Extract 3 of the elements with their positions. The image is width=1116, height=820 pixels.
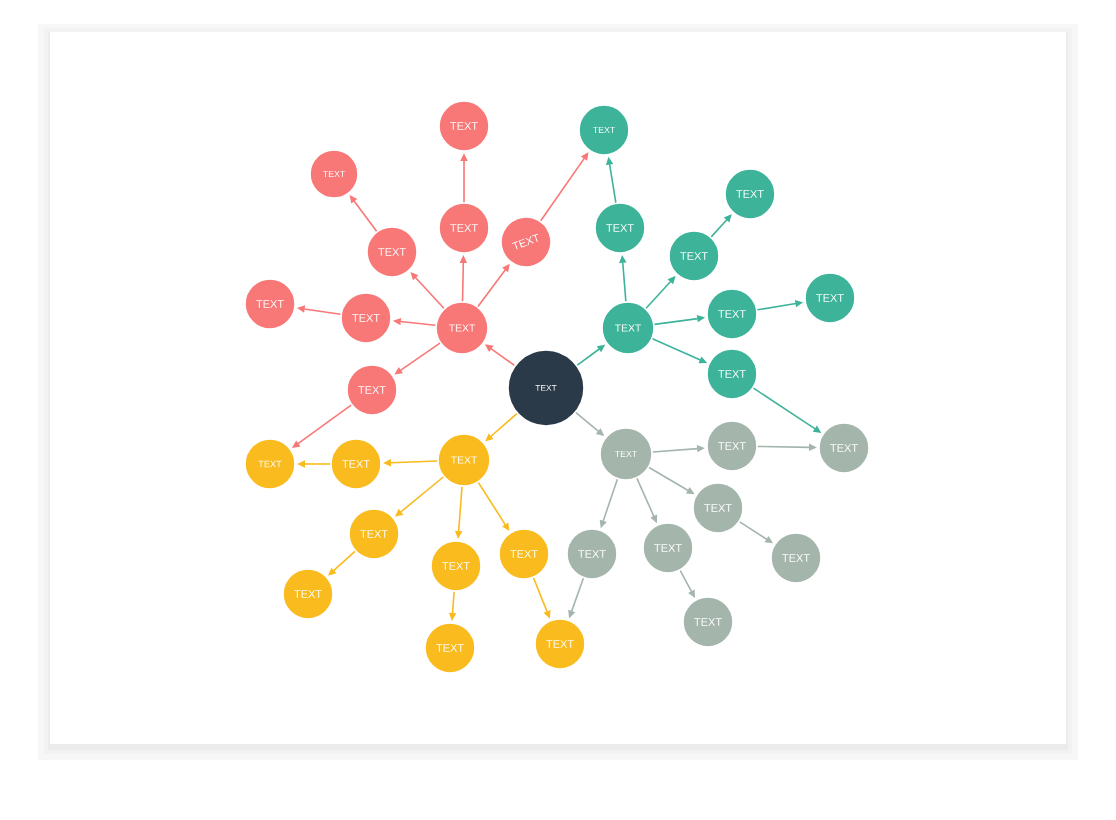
arrow (328, 550, 356, 576)
arrow (645, 276, 676, 310)
arrow (710, 214, 732, 238)
